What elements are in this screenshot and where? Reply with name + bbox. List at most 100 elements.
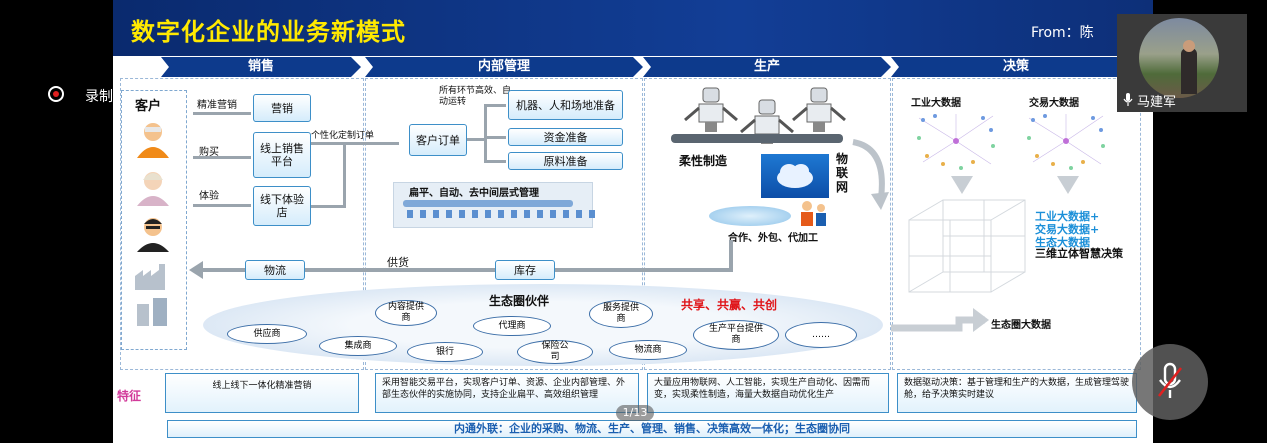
connector bbox=[484, 104, 506, 107]
feature-production: 大量应用物联网、人工智能，实现生产自动化、因需而变，实现柔性制造，海量大数据自动… bbox=[647, 373, 889, 413]
customer-avatar-icon bbox=[137, 172, 169, 206]
robot-arm-icon bbox=[684, 87, 738, 132]
column-internal: 内部管理 bbox=[365, 57, 643, 77]
box-marketing: 营销 bbox=[253, 94, 311, 122]
mute-button[interactable] bbox=[1132, 344, 1208, 420]
arrow-line bbox=[193, 112, 251, 115]
page-indicator: 1/13 bbox=[616, 405, 654, 421]
decision-zone bbox=[892, 78, 1141, 370]
combo-data-3: 生态大数据 bbox=[1035, 236, 1090, 249]
slide-header bbox=[113, 0, 1153, 56]
sales-zone bbox=[120, 78, 364, 370]
flow-line bbox=[729, 240, 733, 272]
feature-label: 特征 bbox=[117, 389, 142, 403]
industrial-data-label: 工业大数据 bbox=[911, 98, 961, 109]
partner-supplier: 供应商 bbox=[227, 324, 307, 344]
partner-service-provider: 服务提供商 bbox=[589, 300, 653, 328]
partner-agent: 代理商 bbox=[473, 316, 551, 336]
partner-logistics: 物流商 bbox=[609, 340, 687, 360]
connector bbox=[343, 144, 346, 208]
mic-icon bbox=[1123, 92, 1133, 106]
customer-column bbox=[121, 90, 187, 350]
partner-content-provider: 内容提供商 bbox=[375, 300, 437, 326]
3d-cube-icon bbox=[908, 199, 1026, 293]
connector bbox=[311, 205, 345, 208]
customer-label: 客户 bbox=[135, 99, 162, 114]
cloud-icon bbox=[777, 164, 813, 188]
partner-bank: 银行 bbox=[407, 342, 483, 362]
smart-decision-label: 三维立体智慧决策 bbox=[1035, 247, 1123, 260]
custom-order-label: 个性化定制订单 bbox=[311, 131, 375, 141]
flow-line bbox=[201, 268, 731, 272]
left-arrow-icon bbox=[189, 261, 203, 279]
customer-avatar-icon bbox=[137, 218, 169, 252]
arrow-line bbox=[193, 204, 251, 207]
feature-internal: 采用智能交易平台，实现客户订单、资源、企业内部管理、外部生态伙伴的实施协同，支持… bbox=[375, 373, 639, 413]
feature-decision: 数据驱动决策：基于管理和生产的大数据，生成管理驾驶舱，给予决策实时建议 bbox=[897, 373, 1137, 413]
ecosystem-title: 生态圈伙伴 bbox=[489, 294, 550, 308]
cooperation-network bbox=[709, 206, 791, 226]
arrow-label-purchase: 购买 bbox=[199, 147, 219, 158]
data-network-icon bbox=[1027, 114, 1105, 170]
column-decision: 决策 bbox=[891, 57, 1141, 77]
ecosystem-slogan: 共享、共赢、共创 bbox=[681, 298, 778, 312]
slide-title: 数字化企业的业务新模式 bbox=[131, 18, 406, 46]
factory-icon bbox=[135, 264, 165, 290]
column-sales: 销售 bbox=[161, 57, 361, 77]
participant-name: 马建军 bbox=[1137, 95, 1177, 110]
column-production: 生产 bbox=[643, 57, 891, 77]
internal-zone bbox=[365, 78, 643, 370]
cooperation-label: 合作、外包、代加工 bbox=[728, 233, 818, 244]
presentation-slide: 数字化企业的业务新模式 From：陈 销售 内部管理 生产 决策 客户 精准营销… bbox=[113, 0, 1153, 443]
flat-management-label: 扁平、自动、去中间层式管理 bbox=[409, 188, 539, 199]
partner-insurance: 保险公司 bbox=[517, 340, 593, 364]
partner-production-platform: 生产平台提供商 bbox=[693, 320, 779, 350]
curved-arrow-icon bbox=[852, 139, 889, 210]
down-arrow-icon bbox=[951, 176, 973, 194]
arrow-line bbox=[193, 156, 251, 159]
partner-integrator: 集成商 bbox=[319, 336, 397, 356]
trade-data-label: 交易大数据 bbox=[1029, 98, 1079, 109]
iot-label: 物联网 bbox=[836, 152, 849, 194]
participant-avatar bbox=[1139, 18, 1219, 98]
production-zone bbox=[644, 78, 891, 370]
supply-label: 供货 bbox=[387, 256, 409, 269]
down-arrow-icon bbox=[1057, 176, 1079, 194]
robot-arm-icon bbox=[740, 99, 794, 144]
building-icon bbox=[137, 298, 167, 326]
box-machine-people-site: 机器、人和场地准备 bbox=[508, 90, 623, 120]
record-icon bbox=[48, 86, 64, 102]
handshake-icon bbox=[801, 201, 826, 226]
connector bbox=[484, 104, 487, 162]
slide-source: From：陈 bbox=[1031, 25, 1094, 41]
feature-sales: 线上线下一体化精准营销 bbox=[165, 373, 359, 413]
management-bar bbox=[403, 200, 573, 207]
conveyor-belt bbox=[671, 134, 843, 143]
bottom-summary: 内通外联：企业的采购、物流、生产、管理、销售、决策高效一体化；生态圈协同 bbox=[167, 420, 1137, 438]
customer-avatar-icon bbox=[137, 123, 169, 158]
box-offline-store: 线下体验店 bbox=[253, 186, 311, 226]
connector bbox=[484, 160, 506, 163]
participant-tile[interactable]: 马建军 bbox=[1117, 14, 1247, 112]
right-arrow-icon bbox=[891, 308, 989, 332]
connector bbox=[484, 136, 506, 139]
data-network-icon bbox=[917, 114, 995, 170]
robot-arm-icon bbox=[792, 87, 846, 132]
management-nodes bbox=[407, 210, 597, 218]
combo-data-2: 交易大数据+ bbox=[1035, 223, 1100, 236]
partner-more: …… bbox=[785, 322, 857, 348]
box-inventory: 库存 bbox=[495, 260, 555, 280]
iot-image bbox=[761, 154, 829, 198]
eco-data-label: 生态圈大数据 bbox=[991, 320, 1051, 331]
box-customer-order: 客户订单 bbox=[409, 124, 467, 156]
arrow-label-experience: 体验 bbox=[199, 191, 219, 202]
box-capital: 资金准备 bbox=[508, 128, 623, 146]
connector bbox=[311, 142, 399, 145]
internal-note: 所有环节高效、自动运转 bbox=[439, 86, 512, 107]
connector bbox=[467, 138, 485, 141]
box-online-sales-platform: 线上销售平台 bbox=[253, 132, 311, 178]
box-materials: 原料准备 bbox=[508, 152, 623, 170]
arrow-label-precise-marketing: 精准营销 bbox=[197, 100, 237, 111]
mic-off-icon bbox=[1157, 362, 1183, 398]
flexible-manufacturing-label: 柔性制造 bbox=[679, 154, 728, 168]
